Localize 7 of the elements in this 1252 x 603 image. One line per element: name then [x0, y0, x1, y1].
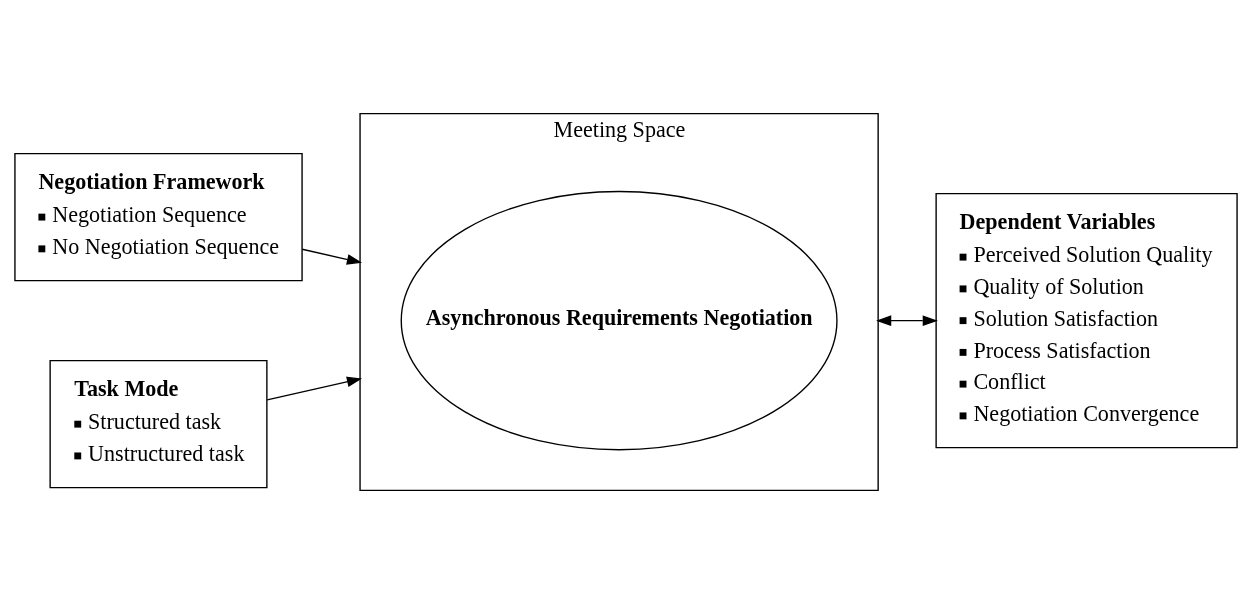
arrow: [301, 248, 363, 265]
node-box: Task Mode Structured task Unstructured task: [49, 359, 268, 488]
node-box: Negotiation Framework Negotiation Sequence No Negotiation Sequence: [14, 152, 303, 281]
node-ellipse: Asynchronous Requirements Negotiation: [400, 190, 838, 450]
node-box: Dependent Variables Perceived Solution Quality Quality of Solution Solution Satisfaction Process Satisfaction Conflict Negotiation Convergence: [935, 192, 1238, 448]
arrow: [876, 314, 938, 326]
arrow: [266, 376, 363, 401]
